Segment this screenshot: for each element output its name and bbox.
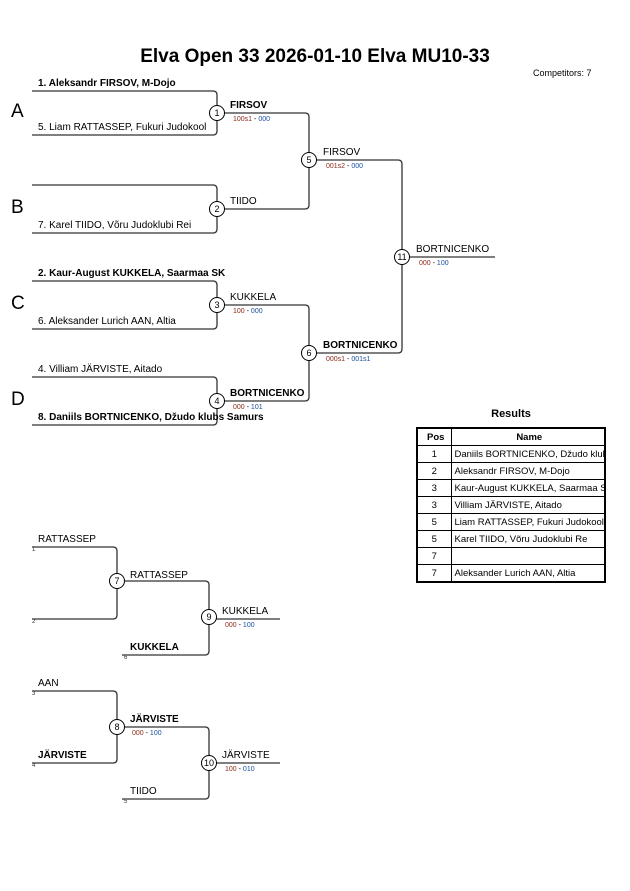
- match-number: 2: [209, 201, 225, 217]
- entry: 8. Daniils BORTNICENKO, Džudo klubs Samu…: [38, 412, 264, 423]
- match-2-winner: TIIDO: [230, 196, 257, 207]
- page-title: Elva Open 33 2026-01-10 Elva MU10-33: [140, 46, 490, 67]
- rep-entry: KUKKELA: [130, 642, 179, 653]
- match-1-score: 100s1 - 000: [233, 116, 270, 123]
- match-8-winner: JÄRVISTE: [130, 714, 179, 725]
- seed-number: 3: [32, 691, 36, 697]
- seed-number: 2: [32, 619, 36, 625]
- pool-label-c: C: [11, 293, 25, 314]
- final-winner: BORTNICENKO: [416, 244, 490, 255]
- match-5-score: 001s2 - 000: [326, 163, 363, 170]
- match-number: 4: [209, 393, 225, 409]
- pool-label-d: D: [11, 389, 25, 410]
- entry: 5. Liam RATTASSEP, Fukuri Judokool: [38, 122, 207, 133]
- rep-entry: AAN: [38, 678, 59, 689]
- match-number: 3: [209, 297, 225, 313]
- match-number: 9: [201, 609, 217, 625]
- match-6-winner: BORTNICENKO: [323, 340, 398, 351]
- seed-number: 5: [124, 799, 128, 805]
- match-3-winner: KUKKELA: [230, 292, 277, 303]
- entry: 7. Karel TIIDO, Võru Judoklubi Rei: [38, 220, 192, 231]
- pool-label-b: B: [11, 197, 24, 218]
- col-pos: Pos: [416, 427, 452, 446]
- match-10-winner: JÄRVISTE: [222, 750, 270, 761]
- match-3-score: 100 - 000: [233, 308, 263, 315]
- seed-number: 1: [32, 547, 36, 553]
- match-9-winner: KUKKELA: [222, 606, 269, 617]
- match-number: 7: [109, 573, 125, 589]
- match-8-score: 000 - 100: [132, 730, 162, 737]
- rep-entry: JÄRVISTE: [38, 750, 87, 761]
- entry: 6. Aleksander Lurich AAN, Altia: [38, 316, 176, 327]
- match-number: 10: [201, 755, 217, 771]
- results-title: Results: [491, 408, 531, 420]
- match-5-winner: FIRSOV: [323, 147, 361, 158]
- match-number: 5: [301, 152, 317, 168]
- competitors-count: Competitors: 7: [533, 68, 592, 78]
- match-10-score: 100 - 010: [225, 766, 255, 773]
- match-1-winner: FIRSOV: [230, 100, 268, 111]
- table-row: 7: [416, 547, 606, 565]
- seed-number: 6: [124, 655, 128, 661]
- final-score: 000 - 100: [419, 260, 449, 267]
- pool-label-a: A: [11, 101, 24, 122]
- match-4-score: 000 - 101: [233, 404, 263, 411]
- match-4-winner: BORTNICENKO: [230, 388, 305, 399]
- match-number: 6: [301, 345, 317, 361]
- match-7-winner: RATTASSEP: [130, 570, 188, 581]
- rep-entry: TIIDO: [130, 786, 157, 797]
- match-9-score: 000 - 100: [225, 622, 255, 629]
- entry: 2. Kaur-August KUKKELA, Saarmaa SK: [38, 268, 226, 279]
- col-name: Name: [450, 427, 606, 446]
- match-6-score: 000s1 - 001s1: [326, 356, 371, 363]
- match-number: 8: [109, 719, 125, 735]
- rep-entry: RATTASSEP: [38, 534, 96, 545]
- entry: 1. Aleksandr FIRSOV, M-Dojo: [38, 78, 176, 89]
- match-number: 1: [209, 105, 225, 121]
- seed-number: 4: [32, 763, 36, 769]
- entry: 4. Villiam JÄRVISTE, Aitado: [38, 364, 163, 375]
- match-number: 11: [394, 249, 410, 265]
